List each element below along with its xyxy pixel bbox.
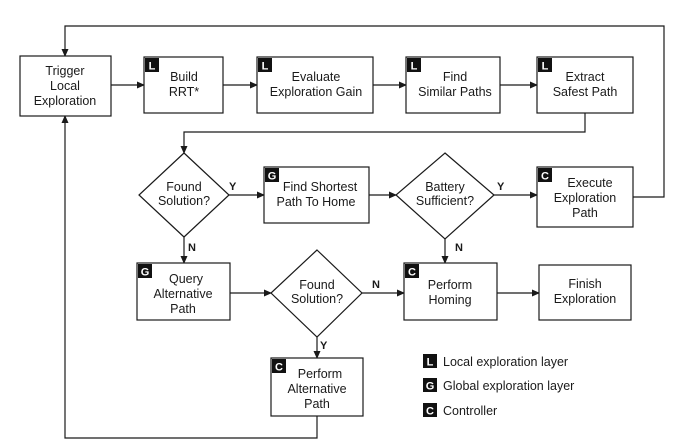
node-find-similar-paths: L Find Similar Paths <box>405 56 501 114</box>
badge-letter: L <box>427 357 434 369</box>
node-text-line: Build <box>170 70 198 84</box>
badge-letter: L <box>149 61 156 73</box>
node-text-line: RRT* <box>169 85 199 99</box>
node-text-line: Path <box>304 397 330 411</box>
node-perform-homing: C Perform Homing <box>403 262 498 321</box>
node-text-line: Similar Paths <box>418 85 492 99</box>
local-layer-icon <box>145 58 159 72</box>
node-text-line: Path <box>572 206 598 220</box>
node-evaluate-exploration-gain: L Evaluate Exploration Gain <box>256 56 374 114</box>
controller-icon <box>272 359 286 373</box>
label-found1-no: N <box>188 242 196 254</box>
badge-letter: L <box>411 61 418 73</box>
node-text-line: Homing <box>428 293 471 307</box>
controller-icon <box>423 403 437 417</box>
edge-execute-trigger <box>61 25 665 198</box>
badge-letter: G <box>426 381 435 393</box>
node-execute-exploration-path: C Execute Exploration Path <box>536 166 634 228</box>
badge-letter: G <box>268 171 277 183</box>
connectors <box>61 25 665 439</box>
node-text-line: Found <box>299 278 334 292</box>
node-text-line: Find <box>443 70 467 84</box>
local-layer-icon <box>538 58 552 72</box>
legend-item-global: G Global exploration layer <box>423 378 574 393</box>
node-build-rrt: L Build RRT* <box>143 56 224 114</box>
node-query-alternative-path: G Query Alternative Path <box>136 262 231 321</box>
decision-battery-sufficient: Battery Sufficient? <box>395 152 495 240</box>
node-text-line: Alternative <box>153 287 212 301</box>
node-text-line: Exploration <box>34 94 97 108</box>
node-text-line: Safest Path <box>553 85 618 99</box>
node-text-line: Found <box>166 180 201 194</box>
decision-found-solution-1: Found Solution? <box>138 152 230 238</box>
label-found2-yes: Y <box>320 340 328 352</box>
label-battery-yes: Y <box>497 181 505 193</box>
legend-label: Local exploration layer <box>443 355 568 369</box>
legend: L Local exploration layer G Global explo… <box>423 354 574 418</box>
node-text-line: Exploration <box>554 292 617 306</box>
badge-letter: L <box>542 61 549 73</box>
node-text-line: Evaluate <box>292 70 341 84</box>
badge-letter: C <box>275 362 283 374</box>
legend-label: Global exploration layer <box>443 379 574 393</box>
edge-extract-found1 <box>180 113 586 154</box>
node-text-line: Finish <box>568 277 601 291</box>
node-text-line: Path To Home <box>277 195 356 209</box>
node-text-line: Execute <box>567 176 612 190</box>
label-found2-no: N <box>372 279 380 291</box>
node-text-line: Solution? <box>291 292 343 306</box>
node-text-line: Perform <box>298 367 342 381</box>
node-text-line: Query <box>169 272 204 286</box>
label-battery-no: N <box>455 242 463 254</box>
local-layer-icon <box>407 58 421 72</box>
node-extract-safest-path: L Extract Safest Path <box>536 56 634 114</box>
node-text-line: Solution? <box>158 194 210 208</box>
node-find-shortest-path-home: G Find Shortest Path To Home <box>263 166 370 224</box>
node-text-line: Trigger <box>45 64 84 78</box>
edge-alternative-trigger <box>61 115 318 439</box>
node-text-line: Exploration <box>554 191 617 205</box>
label-found1-yes: Y <box>229 181 237 193</box>
global-layer-icon <box>423 378 437 392</box>
node-text-line: Alternative <box>287 382 346 396</box>
global-layer-icon <box>265 168 279 182</box>
node-text-line: Battery <box>425 180 465 194</box>
node-text-line: Exploration Gain <box>270 85 362 99</box>
node-finish-exploration: Finish Exploration <box>538 264 632 321</box>
legend-label: Controller <box>443 404 497 418</box>
controller-icon <box>538 168 552 182</box>
node-text-line: Path <box>170 302 196 316</box>
legend-item-controller: C Controller <box>423 403 497 418</box>
local-layer-icon <box>423 354 437 368</box>
badge-letter: C <box>426 406 434 418</box>
node-perform-alternative-path: C Perform Alternative Path <box>270 357 364 417</box>
node-text-line: Local <box>50 79 80 93</box>
global-layer-icon <box>138 264 152 278</box>
node-text-line: Perform <box>428 278 472 292</box>
legend-item-local: L Local exploration layer <box>423 354 568 369</box>
badge-letter: L <box>262 61 269 73</box>
node-text-line: Find Shortest <box>283 180 358 194</box>
node-trigger-local-exploration: Trigger Local Exploration <box>19 55 112 117</box>
node-text-line: Extract <box>566 70 605 84</box>
node-text-line: Sufficient? <box>416 194 474 208</box>
local-layer-icon <box>258 58 272 72</box>
decision-found-solution-2: Found Solution? <box>270 249 363 338</box>
badge-letter: G <box>141 267 150 279</box>
controller-icon <box>405 264 419 278</box>
badge-letter: C <box>541 171 549 183</box>
badge-letter: C <box>408 267 416 279</box>
